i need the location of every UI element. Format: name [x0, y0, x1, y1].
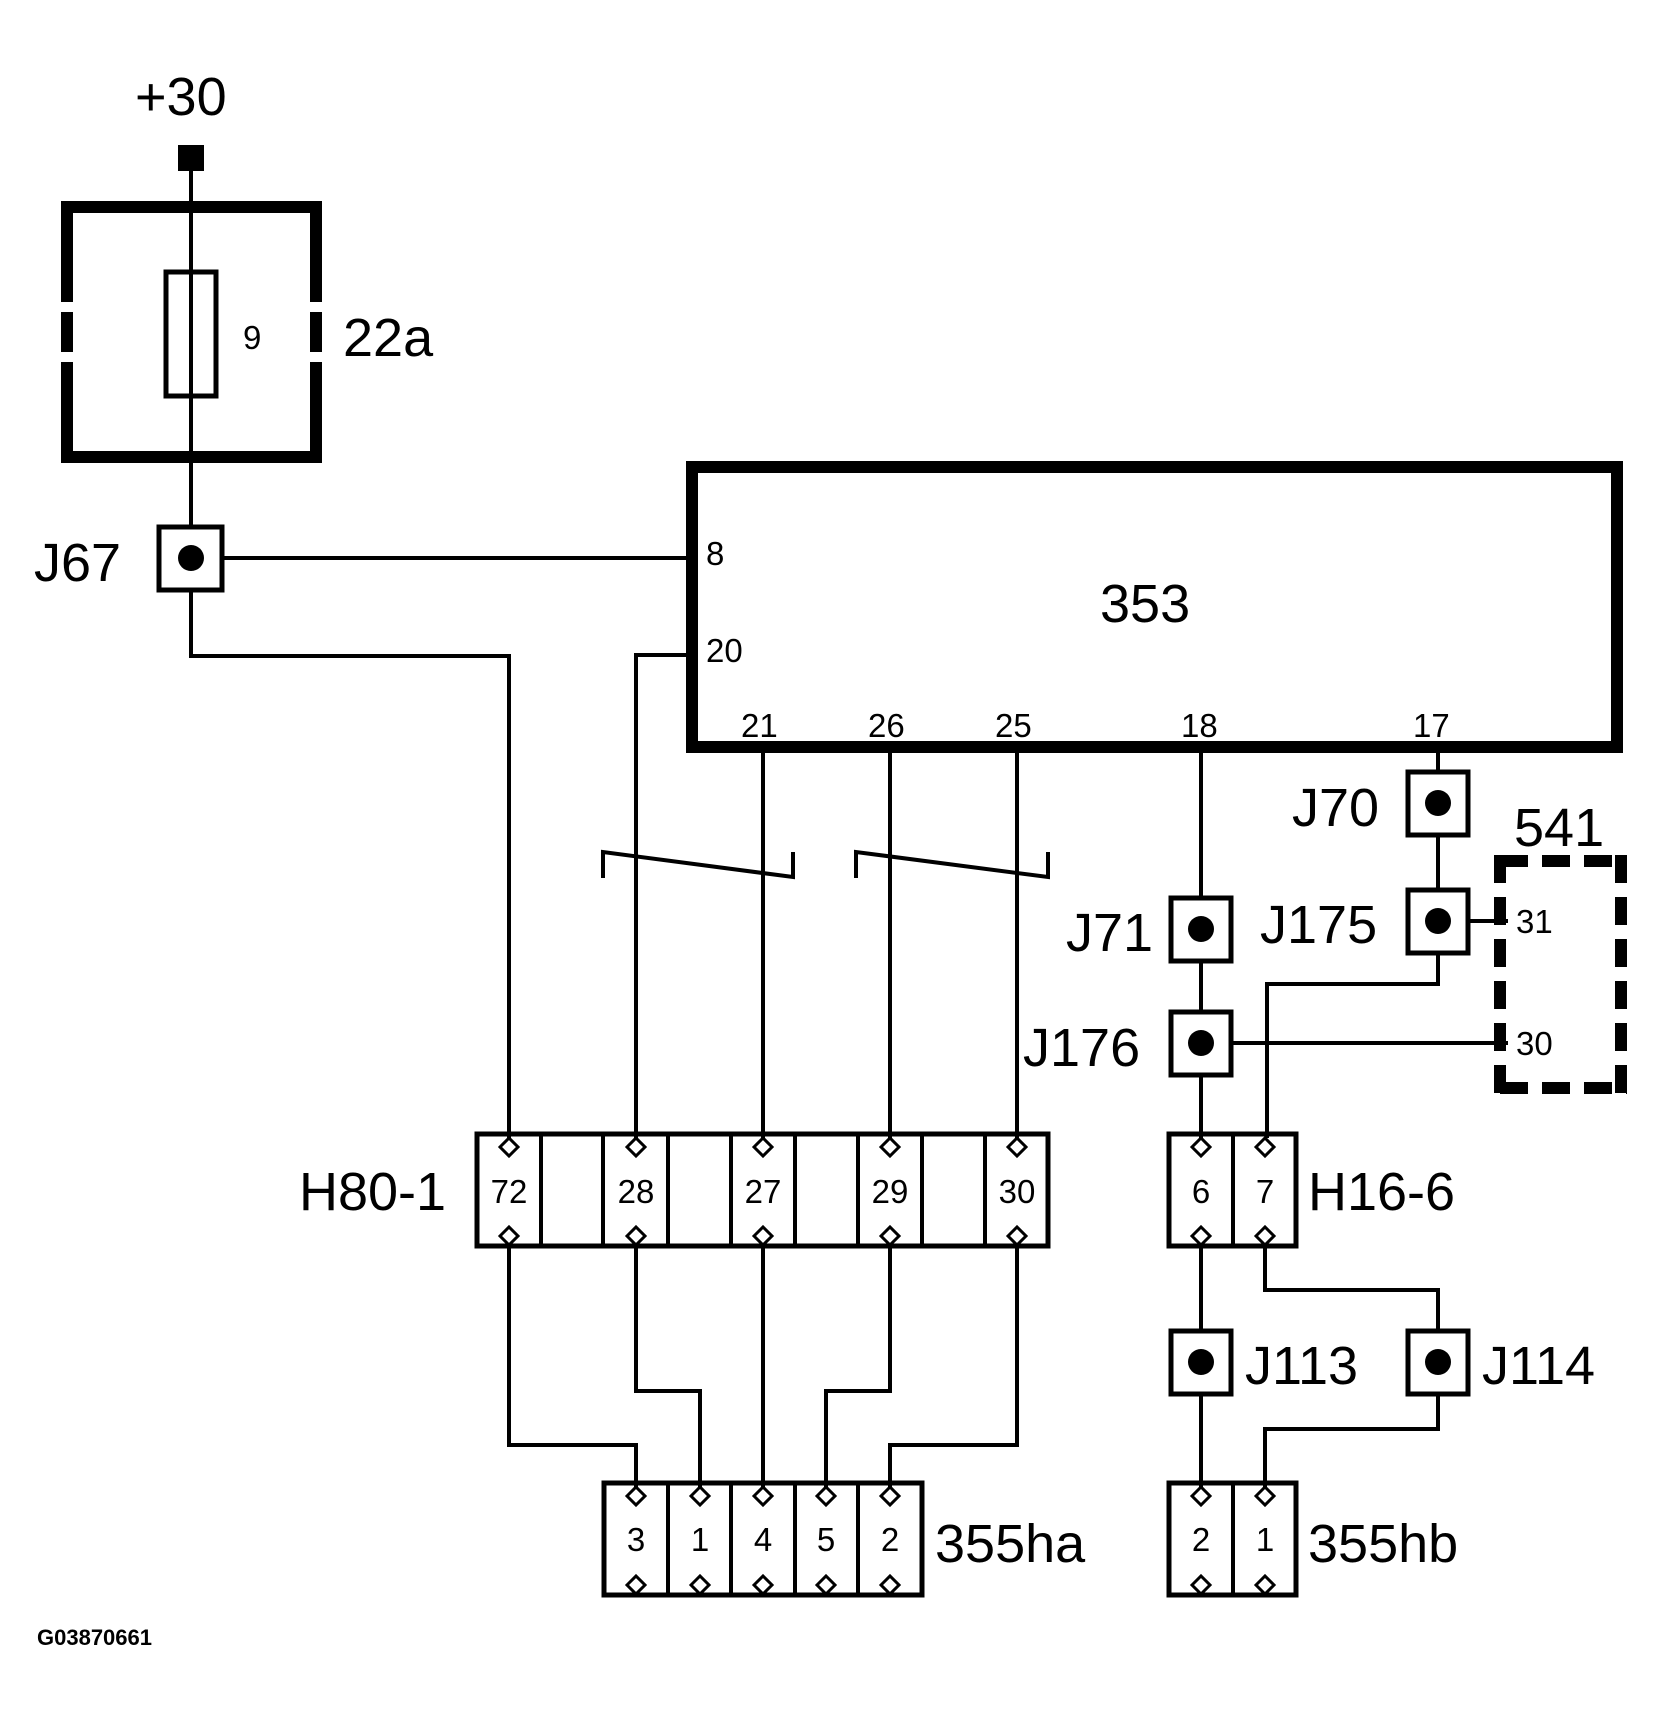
twisted-pair-marker-1: [601, 849, 795, 880]
junction-j175-dot: [1425, 908, 1451, 934]
cu-pin-17: 17: [1413, 707, 1450, 744]
h80-pin-contacts: [497, 1135, 1029, 1248]
355hb-pin-2: 2: [1192, 1521, 1210, 1558]
fuse-number: 9: [243, 319, 261, 356]
junction-j71-label: J71: [1066, 903, 1153, 963]
fuse-box-label: 22a: [343, 308, 434, 368]
h80-pin-28: 28: [618, 1173, 655, 1210]
connector-355ha-dividers: [666, 1483, 860, 1595]
h16-pin-contacts: [1189, 1135, 1277, 1248]
junction-j67-dot: [178, 545, 204, 571]
h80-pin-30: 30: [999, 1173, 1036, 1210]
cu-pin-25: 25: [995, 707, 1032, 744]
component-541: [1494, 855, 1627, 1094]
control-unit-353: [686, 461, 1623, 753]
component-541-pin-31: 31: [1516, 903, 1553, 940]
cu-pin-26: 26: [868, 707, 905, 744]
cu-pin-8: 8: [706, 535, 724, 572]
355ha-pin-3: 3: [627, 1521, 645, 1558]
h80-pin-29: 29: [872, 1173, 909, 1210]
junction-j113-label: J113: [1245, 1336, 1358, 1396]
supply-terminal: [178, 145, 204, 171]
junction-j114-label: J114: [1482, 1336, 1595, 1396]
junction-j71-dot: [1188, 916, 1214, 942]
junction-j176-label: J176: [1023, 1018, 1140, 1078]
component-541-pin-30: 30: [1516, 1025, 1553, 1062]
355ha-pin-contacts: [624, 1484, 902, 1597]
cu-pin-21: 21: [741, 707, 778, 744]
fuse-box-22a: [61, 201, 322, 463]
355ha-pin-1: 1: [691, 1521, 709, 1558]
355ha-pin-5: 5: [817, 1521, 835, 1558]
connector-h80-1-dividers: [539, 1134, 987, 1246]
junction-j67-label: J67: [34, 533, 121, 593]
component-541-label: 541: [1514, 798, 1604, 858]
connector-355ha-label: 355ha: [935, 1514, 1086, 1574]
junction-j114-dot: [1425, 1349, 1451, 1375]
twisted-pair-marker-2: [854, 849, 1050, 880]
h80-pin-72: 72: [491, 1173, 528, 1210]
h16-pin-7: 7: [1256, 1173, 1274, 1210]
h16-pin-6: 6: [1192, 1173, 1210, 1210]
355ha-pin-4: 4: [754, 1521, 772, 1558]
junction-j70-label: J70: [1292, 778, 1379, 838]
control-unit-label: 353: [1100, 574, 1190, 634]
cu-pin-18: 18: [1181, 707, 1218, 744]
355ha-pin-2: 2: [881, 1521, 899, 1558]
junction-j113-dot: [1188, 1349, 1214, 1375]
355hb-pin-contacts: [1189, 1484, 1277, 1597]
connector-355hb-label: 355hb: [1308, 1514, 1458, 1574]
cu-pin-20: 20: [706, 632, 743, 669]
355hb-pin-1: 1: [1256, 1521, 1274, 1558]
junction-j70-dot: [1425, 790, 1451, 816]
connector-h16-6-label: H16-6: [1308, 1162, 1455, 1222]
junction-j176-dot: [1188, 1030, 1214, 1056]
figure-id: G03870661: [37, 1625, 152, 1650]
supply-label: +30: [135, 67, 227, 127]
connector-h80-1-label: H80-1: [299, 1162, 446, 1222]
h80-pin-27: 27: [745, 1173, 782, 1210]
junction-j175-label: J175: [1260, 895, 1377, 955]
